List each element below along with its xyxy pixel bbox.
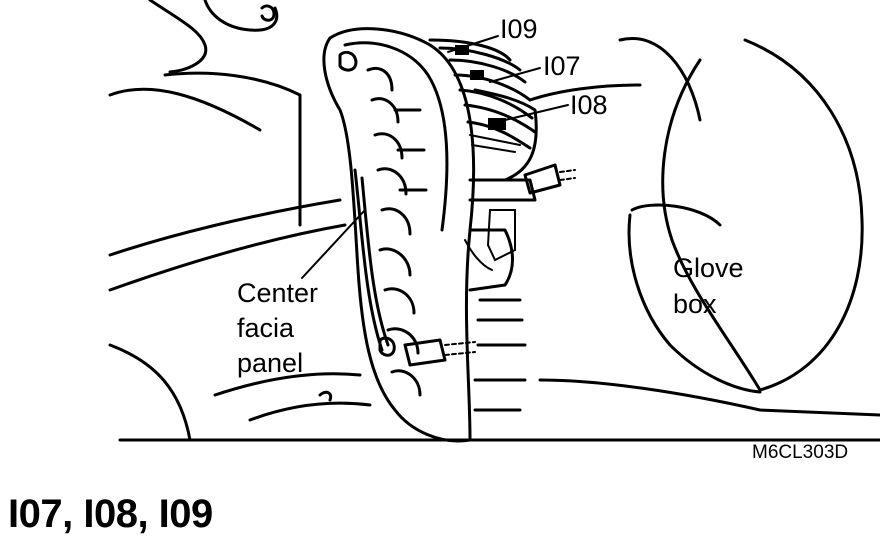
label-glove-box-line1: Glove: [673, 253, 744, 283]
label-center-facia-line2: facia: [237, 313, 295, 343]
leader-i07: [489, 67, 541, 83]
leader-lines: [301, 35, 569, 279]
figure-code: M6CL303D: [752, 442, 848, 463]
figure-caption: I07, I08, I09: [8, 492, 213, 536]
label-glove-box-line2: box: [673, 289, 717, 319]
mounting-screws: [403, 163, 576, 367]
label-center-facia-line1: Center: [237, 278, 318, 308]
connector-harness: [428, 38, 537, 153]
dashboard-outline: [108, 0, 880, 442]
leader-i08: [504, 104, 569, 121]
leader-center-facia: [301, 209, 366, 279]
label-i08: I08: [570, 90, 608, 120]
glove-box: [627, 38, 864, 394]
label-center-facia-line3: panel: [237, 348, 303, 378]
connector-block-i08: [488, 118, 506, 130]
center-facia-panel: [322, 27, 538, 443]
leader-i09: [447, 35, 499, 53]
connector-block-i09: [455, 45, 469, 55]
label-i09: I09: [500, 14, 538, 44]
label-i07: I07: [543, 51, 581, 81]
connector-block-i07: [470, 70, 484, 80]
